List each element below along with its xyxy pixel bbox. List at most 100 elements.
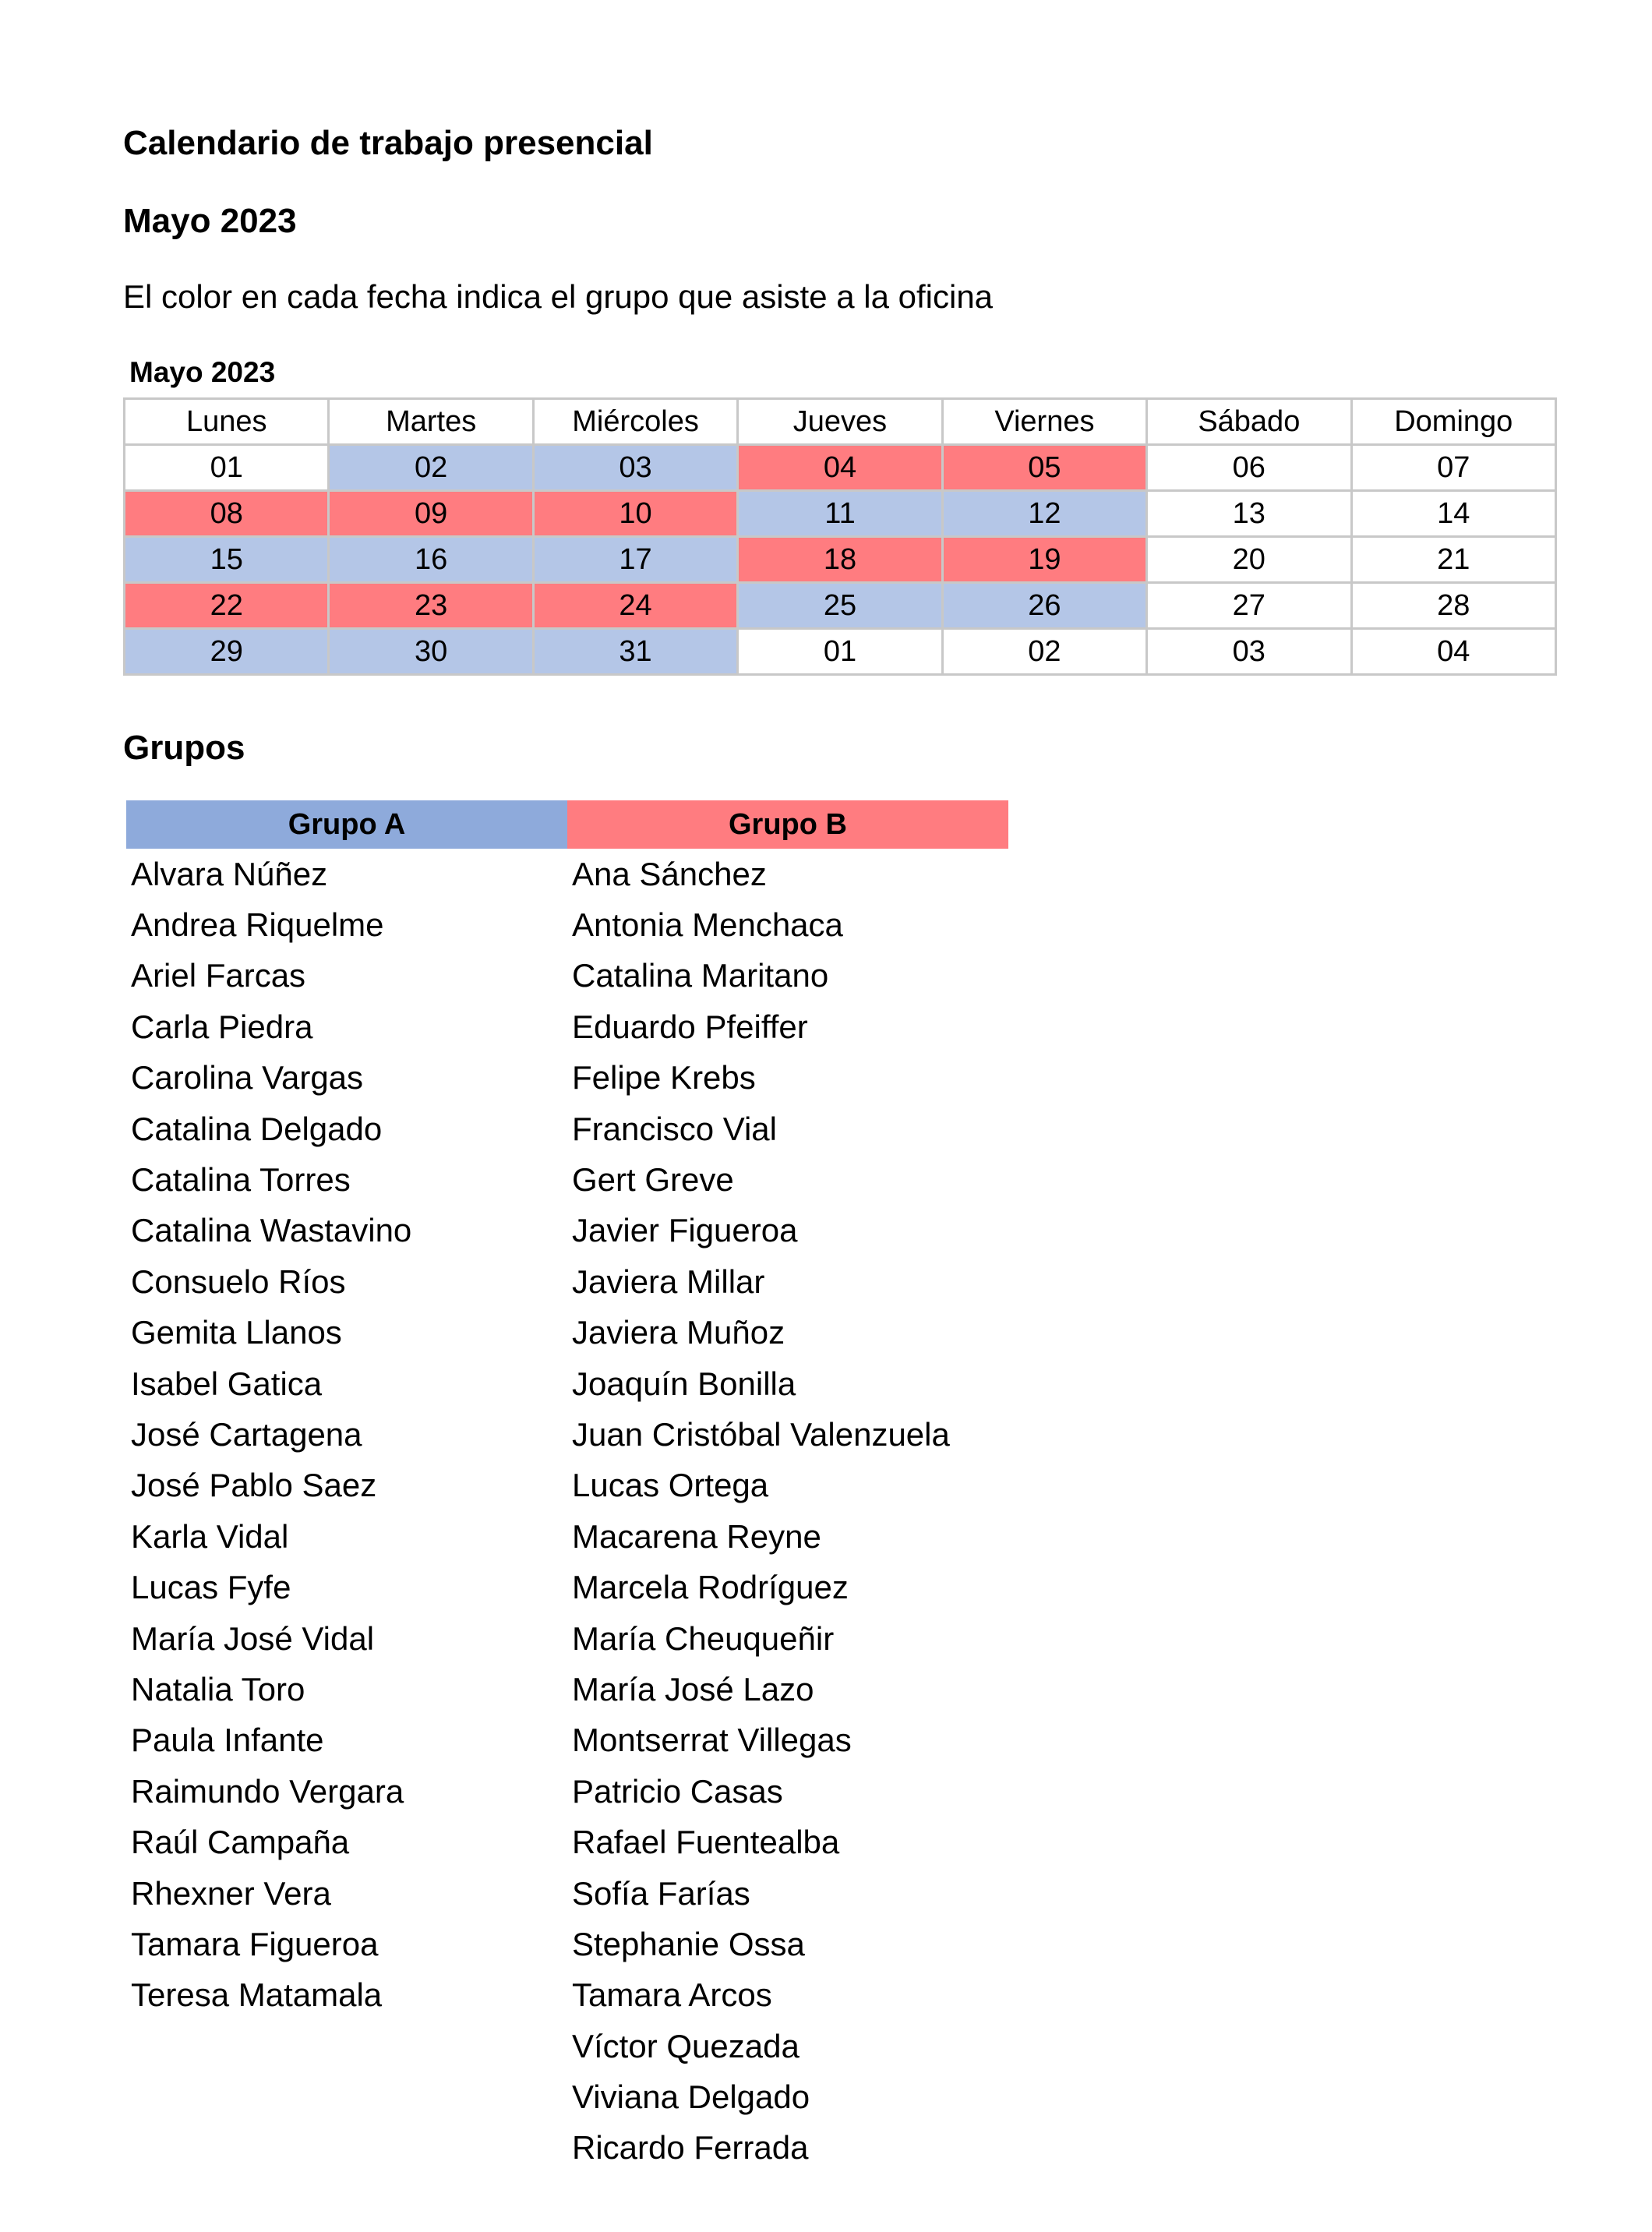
group-member-row: Natalia Toro María José Lazo: [126, 1664, 1008, 1715]
calendar-date-cell: 31: [531, 627, 740, 676]
group-a-member: Teresa Matamala: [131, 1976, 383, 2014]
calendar-date-cell: 28: [1350, 581, 1558, 630]
group-b-header: Grupo B: [567, 800, 1008, 849]
group-member-row: Andrea Riquelme Antonia Menchaca: [126, 899, 1008, 950]
calendar-date-cell: 02: [941, 627, 1149, 676]
group-b-member: Catalina Maritano: [572, 957, 829, 994]
group-member-row: Isabel Gatica Joaquín Bonilla: [126, 1358, 1008, 1409]
group-b-member: Rafael Fuentealba: [572, 1824, 840, 1861]
calendar-date-cell: 13: [1145, 489, 1353, 538]
group-member-row: Carolina Vargas Felipe Krebs: [126, 1053, 1008, 1104]
group-a-member: Andrea Riquelme: [131, 906, 384, 944]
group-a-member: Tamara Figueroa: [131, 1925, 379, 1962]
group-b-member: Javier Figueroa: [572, 1212, 798, 1249]
group-member-row: Paula Infante Montserrat Villegas: [126, 1715, 1008, 1766]
calendar-date-cell: 06: [1145, 443, 1353, 492]
group-a-member: Ariel Farcas: [131, 957, 306, 994]
group-b-member: Patricio Casas: [572, 1772, 783, 1810]
groups-header-row: Grupo A Grupo B: [126, 800, 1008, 849]
calendar-date-cell: 26: [941, 581, 1149, 630]
calendar-date-cell: 29: [122, 627, 330, 676]
calendar-caption: Mayo 2023: [129, 356, 276, 388]
calendar-date-cell: 27: [1145, 581, 1353, 630]
calendar-date-cell: 20: [1145, 535, 1353, 584]
day-header: Jueves: [736, 397, 944, 446]
group-b-member: Gert Greve: [572, 1161, 734, 1199]
group-b-member: Montserrat Villegas: [572, 1722, 852, 1759]
day-header: Miércoles: [531, 397, 740, 446]
group-a-member: Isabel Gatica: [131, 1365, 323, 1402]
group-a-member: Carla Piedra: [131, 1008, 313, 1045]
calendar-date-cell: 10: [531, 489, 740, 538]
group-b-member: Francisco Vial: [572, 1110, 777, 1147]
calendar-date-cell: 04: [736, 443, 944, 492]
group-b-member: Marcela Rodríguez: [572, 1569, 849, 1606]
calendar-date-cell: 19: [941, 535, 1149, 584]
description: El color en cada fecha indica el grupo q…: [123, 278, 994, 315]
group-b-member: Ana Sánchez: [572, 855, 767, 892]
day-header: Sábado: [1145, 397, 1353, 446]
calendar-date-cell: 14: [1350, 489, 1558, 538]
group-member-row: María José Vidal María Cheuqueñir: [126, 1613, 1008, 1664]
calendar-date-cell: 12: [941, 489, 1149, 538]
calendar-date-cell: 09: [327, 489, 535, 538]
group-a-member: Natalia Toro: [131, 1670, 305, 1708]
calendar-date-cell: 17: [531, 535, 740, 584]
group-a-member: [126, 2123, 567, 2174]
calendar-date-cell: 22: [122, 581, 330, 630]
calendar-date-cell: 07: [1350, 443, 1558, 492]
group-a-member: Carolina Vargas: [131, 1059, 364, 1097]
calendar-date-cell: 16: [327, 535, 535, 584]
group-member-row: Viviana Delgado: [126, 2071, 1008, 2122]
groups-title: Grupos: [123, 729, 245, 767]
group-a-member: Lucas Fyfe: [131, 1569, 291, 1606]
group-b-member: Ricardo Ferrada: [572, 2129, 809, 2167]
group-a-member: Catalina Wastavino: [131, 1212, 412, 1249]
group-member-row: Lucas Fyfe Marcela Rodríguez: [126, 1562, 1008, 1612]
calendar-date-cell: 30: [327, 627, 535, 676]
day-header: Domingo: [1350, 397, 1558, 446]
group-a-member: José Cartagena: [131, 1415, 362, 1453]
group-member-row: Víctor Quezada: [126, 2021, 1008, 2071]
group-member-row: Catalina Delgado Francisco Vial: [126, 1104, 1008, 1154]
group-a-member: [126, 2021, 567, 2071]
group-member-row: Raúl Campaña Rafael Fuentealba: [126, 1817, 1008, 1867]
calendar-date-cell: 11: [736, 489, 944, 538]
group-a-member: Catalina Delgado: [131, 1110, 383, 1147]
group-b-member: María José Lazo: [572, 1670, 814, 1708]
calendar-date-cell: 02: [327, 443, 535, 492]
calendar-date-cell: 25: [736, 581, 944, 630]
group-a-member: Paula Infante: [131, 1722, 324, 1759]
calendar-date-cell: 04: [1350, 627, 1558, 676]
calendar-date-cell: 23: [327, 581, 535, 630]
calendar-date-cell: 01: [736, 627, 944, 676]
group-b-member: Joaquín Bonilla: [572, 1365, 796, 1402]
calendar-date-cell: 24: [531, 581, 740, 630]
group-a-member: Rhexner Vera: [131, 1874, 331, 1912]
group-b-member: Felipe Krebs: [572, 1059, 756, 1097]
group-member-row: Ariel Farcas Catalina Maritano: [126, 951, 1008, 1001]
group-b-member: Antonia Menchaca: [572, 906, 843, 944]
group-a-member: María José Vidal: [131, 1619, 375, 1657]
calendar-date-cell: 03: [1145, 627, 1353, 676]
calendar-date-cell: 03: [531, 443, 740, 492]
group-b-member: Víctor Quezada: [572, 2027, 800, 2064]
group-b-member: Macarena Reyne: [572, 1517, 821, 1555]
group-b-member: María Cheuqueñir: [572, 1619, 835, 1657]
group-member-row: Catalina Wastavino Javier Figueroa: [126, 1206, 1008, 1256]
group-a-member: Raúl Campaña: [131, 1824, 350, 1861]
